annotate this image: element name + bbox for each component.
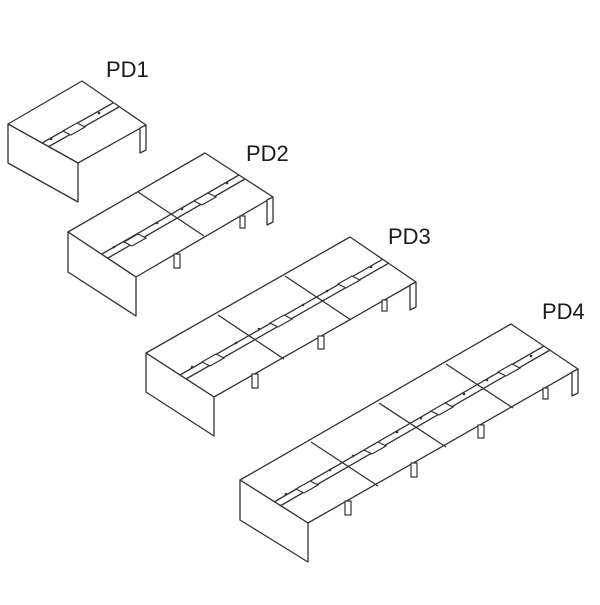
cable-grommet <box>429 402 455 416</box>
desk-division <box>310 441 379 487</box>
support-leg <box>173 253 181 269</box>
grommet-dot <box>529 354 533 358</box>
support-leg <box>381 299 388 312</box>
grommet-dot <box>462 392 466 396</box>
cable-grommet <box>268 314 294 328</box>
support-leg <box>477 424 485 439</box>
cable-grommet <box>362 441 388 455</box>
grommet-dot <box>395 430 399 434</box>
desk-label-pd2: PD2 <box>246 141 289 166</box>
desk-division <box>378 402 447 448</box>
grommet-dot <box>234 341 238 345</box>
support-leg <box>344 500 352 516</box>
grommet-dot <box>419 416 423 420</box>
desk-division <box>137 191 205 237</box>
grommet-dot <box>97 111 101 115</box>
grommet-dot <box>190 365 194 369</box>
grommet-dot <box>328 468 332 472</box>
end-panel <box>409 281 417 311</box>
cable-grommet <box>336 275 362 289</box>
cable-grommet <box>200 353 226 367</box>
desk-pd2 <box>67 152 274 317</box>
grommet-dot <box>369 265 373 269</box>
desk-label-pd1: PD1 <box>106 57 149 82</box>
cable-grommet <box>496 363 522 377</box>
grommet-dot <box>325 289 329 293</box>
grommet-dot <box>351 454 355 458</box>
desk-division <box>445 363 514 409</box>
desk-division <box>284 275 352 321</box>
grommet-dot <box>257 327 261 331</box>
end-panel <box>145 352 215 437</box>
desk-pd3 <box>145 236 417 437</box>
desk-pd4 <box>239 323 579 563</box>
support-leg <box>239 215 246 229</box>
cable-grommet <box>192 192 218 206</box>
desk-pd1 <box>7 80 147 203</box>
end-panel <box>7 123 79 203</box>
end-panel <box>67 231 137 317</box>
cable-grommet <box>294 480 320 494</box>
grommet-dot <box>301 303 305 307</box>
end-panel <box>266 196 274 226</box>
desk-label-pd3: PD3 <box>388 224 431 249</box>
cable-grommet <box>61 122 87 136</box>
grommet-dot <box>112 245 116 249</box>
end-panel <box>571 368 579 397</box>
support-leg <box>317 335 325 350</box>
grommet-dot <box>49 137 53 141</box>
end-panel <box>239 479 309 563</box>
grommet-dot <box>225 181 229 185</box>
end-panel <box>139 124 147 154</box>
grommet-dot <box>155 221 159 225</box>
grommet-dot <box>180 207 184 211</box>
desk-label-pd4: PD4 <box>542 299 585 324</box>
support-leg <box>410 462 418 478</box>
support-leg <box>542 387 549 400</box>
grommet-dot <box>485 378 489 382</box>
desk-division <box>217 314 285 360</box>
cable-grommet <box>122 233 148 247</box>
grommet-dot <box>284 492 288 496</box>
support-leg <box>251 373 259 389</box>
